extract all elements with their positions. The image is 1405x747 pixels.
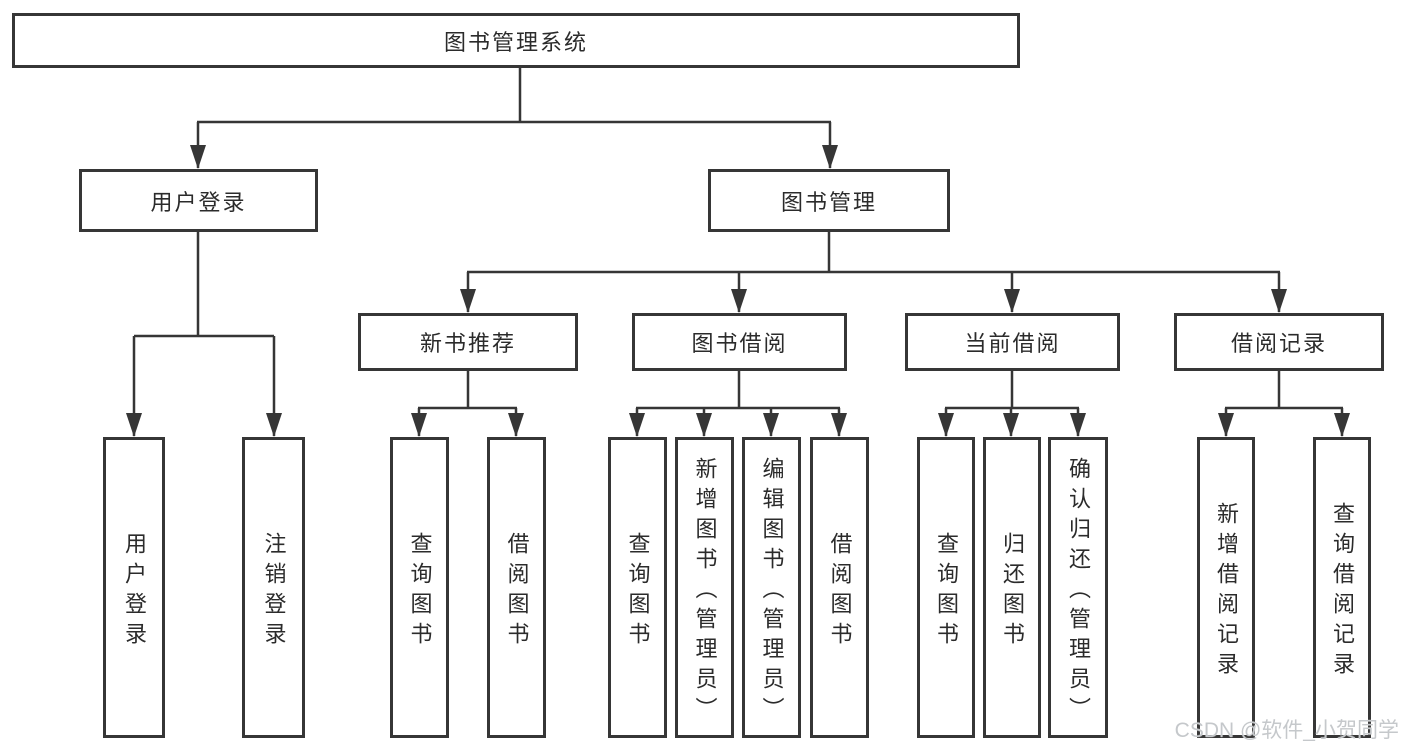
leaf-logout: 注销登录 (242, 437, 305, 738)
node-label: 用户登录 (150, 189, 247, 215)
node-label: 确认归还（管理员） (1066, 456, 1091, 727)
node-label: 图书管理系统 (443, 29, 588, 55)
node-label: 编辑图书（管理员） (759, 456, 785, 727)
leaf-records-query-record: 查询借阅记录 (1313, 437, 1371, 738)
leaf-records-add-record: 新增借阅记录 (1197, 437, 1255, 738)
node-new-book-recommend: 新书推荐 (358, 313, 578, 371)
node-label: 新增图书（管理员） (692, 456, 718, 727)
node-label: 查询图书 (407, 531, 433, 652)
node-library-system: 图书管理系统 (12, 13, 1020, 68)
node-label: 借阅记录 (1230, 331, 1327, 356)
node-label: 注销登录 (261, 531, 287, 652)
node-user-login: 用户登录 (79, 169, 318, 232)
leaf-recommend-borrow-book: 借阅图书 (487, 437, 546, 738)
leaf-current-query-book: 查询图书 (917, 437, 975, 738)
leaf-user-login: 用户登录 (103, 437, 165, 738)
node-book-borrow: 图书借阅 (632, 313, 847, 371)
node-label: 图书借阅 (691, 331, 788, 356)
node-label: 归还图书 (1000, 531, 1025, 652)
node-label: 查询图书 (934, 531, 959, 652)
node-current-borrow: 当前借阅 (905, 313, 1120, 371)
leaf-borrow-query-book: 查询图书 (608, 437, 667, 738)
node-label: 用户登录 (122, 531, 147, 652)
node-label: 查询图书 (625, 531, 651, 652)
leaf-borrow-borrow-book: 借阅图书 (810, 437, 869, 738)
node-label: 新书推荐 (419, 331, 516, 356)
node-book-management: 图书管理 (708, 169, 950, 232)
leaf-borrow-edit-book-admin: 编辑图书（管理员） (742, 437, 801, 738)
csdn-watermark: CSDN @软件_小贺同学 (1174, 719, 1399, 742)
node-label: 查询借阅记录 (1330, 501, 1355, 682)
node-borrow-records: 借阅记录 (1174, 313, 1384, 371)
node-label: 新增借阅记录 (1214, 501, 1239, 682)
node-label: 图书管理 (780, 189, 877, 215)
node-label: 当前借阅 (964, 331, 1061, 356)
leaf-recommend-query-book: 查询图书 (390, 437, 449, 738)
leaf-current-return-book: 归还图书 (983, 437, 1041, 738)
node-label: 借阅图书 (827, 531, 853, 652)
leaf-borrow-add-book-admin: 新增图书（管理员） (675, 437, 734, 738)
node-label: 借阅图书 (504, 531, 530, 652)
leaf-current-confirm-return-admin: 确认归还（管理员） (1048, 437, 1108, 738)
